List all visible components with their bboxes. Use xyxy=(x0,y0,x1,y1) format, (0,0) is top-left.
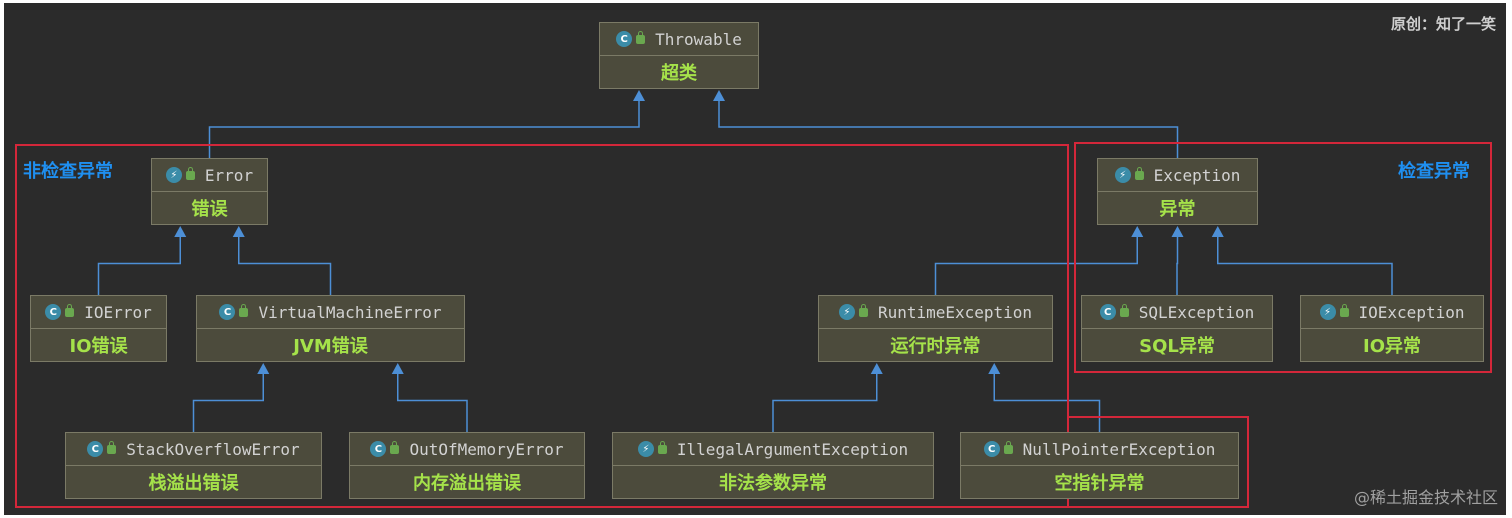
class-name: IOException xyxy=(1358,302,1465,322)
class-icon: C xyxy=(87,441,104,457)
public-lock-icon xyxy=(107,440,117,454)
class-label: 空指针异常 xyxy=(1054,473,1145,494)
public-lock-icon xyxy=(185,166,195,180)
edge-ioerror-to-error xyxy=(97,235,181,295)
arrowhead-exception xyxy=(1171,226,1184,237)
node-ioerror[interactable]: C IOError IO错误 xyxy=(30,295,167,362)
class-label: 超类 xyxy=(661,63,697,84)
arrowhead-throwable xyxy=(633,90,645,101)
unchecked-region-box xyxy=(15,144,1069,508)
node-throwable[interactable]: C Throwable 超类 xyxy=(599,22,759,89)
public-lock-icon xyxy=(1119,303,1129,317)
class-label: JVM错误 xyxy=(293,336,368,357)
class-label: 异常 xyxy=(1159,199,1196,220)
class-label: IO异常 xyxy=(1363,336,1421,357)
public-lock-icon xyxy=(657,440,667,454)
public-lock-icon xyxy=(858,303,868,317)
public-lock-icon xyxy=(390,440,400,454)
node-stack-overflow-error[interactable]: C StackOverflowError 栈溢出错误 xyxy=(65,432,322,499)
class-label: IO错误 xyxy=(69,336,128,357)
arrowhead-throwable xyxy=(713,90,725,101)
public-lock-icon xyxy=(636,30,646,44)
class-name: OutOfMemoryError xyxy=(409,439,564,459)
class-name: IllegalArgumentException xyxy=(676,439,909,459)
arrowhead-error xyxy=(174,226,187,237)
arrowhead-vme xyxy=(257,363,270,374)
edge-oome-to-vme xyxy=(397,372,468,432)
class-name: Throwable xyxy=(655,29,742,49)
node-runtime-exception[interactable]: ⚡ RuntimeException 运行时异常 xyxy=(818,295,1053,362)
unchecked-region-box-extension xyxy=(1067,416,1249,508)
checked-region-box xyxy=(1074,142,1492,373)
edge-error-to-throwable xyxy=(208,99,640,158)
arrowhead-runtime xyxy=(870,363,883,374)
public-lock-icon xyxy=(1003,440,1013,454)
unchecked-region-label: 非检查异常 xyxy=(23,161,113,182)
edge-ioexc-to-exception xyxy=(1217,235,1393,295)
class-name: IOError xyxy=(84,302,152,322)
edge-vme-to-error xyxy=(238,235,332,295)
public-lock-icon xyxy=(1339,303,1349,317)
class-icon: C xyxy=(370,441,387,457)
edge-iae-to-runtime xyxy=(772,372,878,432)
node-sql-exception[interactable]: C SQLException SQL异常 xyxy=(1081,295,1273,362)
checked-region-label: 检查异常 xyxy=(1398,161,1470,182)
arrowhead-runtime xyxy=(988,363,1001,374)
class-name: StackOverflowError xyxy=(126,439,300,459)
class-label: 内存溢出错误 xyxy=(413,473,521,494)
class-name: Error xyxy=(204,165,254,185)
class-icon: C xyxy=(45,304,62,320)
class-label: 错误 xyxy=(191,199,228,220)
node-virtual-machine-error[interactable]: C VirtualMachineError JVM错误 xyxy=(196,295,465,362)
node-null-pointer-exception[interactable]: C NullPointerException 空指针异常 xyxy=(960,432,1239,499)
class-label: 运行时异常 xyxy=(890,336,981,357)
node-out-of-memory-error[interactable]: C OutOfMemoryError 内存溢出错误 xyxy=(349,432,585,499)
class-icon: C xyxy=(983,441,1000,457)
class-label: 非法参数异常 xyxy=(719,473,827,494)
edge-soe-to-vme xyxy=(192,372,264,432)
node-error[interactable]: ⚡ Error 错误 xyxy=(151,158,268,225)
public-lock-icon xyxy=(239,303,249,317)
class-label: 栈溢出错误 xyxy=(148,473,239,494)
public-lock-icon xyxy=(1134,166,1144,180)
arrowhead-vme xyxy=(391,363,404,374)
class-icon: C xyxy=(616,31,633,47)
watermark: @稀土掘金技术社区 xyxy=(1353,488,1498,507)
class-label: SQL异常 xyxy=(1139,336,1215,357)
class-name: VirtualMachineError xyxy=(258,302,442,322)
error-class-icon: ⚡ xyxy=(1319,304,1336,320)
class-name: NullPointerException xyxy=(1022,439,1216,459)
edge-sql-to-exception xyxy=(1176,235,1179,295)
error-class-icon: ⚡ xyxy=(637,441,654,457)
class-name: SQLException xyxy=(1138,302,1255,322)
class-name: RuntimeException xyxy=(877,302,1033,322)
node-illegal-argument-exception[interactable]: ⚡ IllegalArgumentException 非法参数异常 xyxy=(612,432,934,499)
class-icon: C xyxy=(1099,304,1116,320)
class-icon: C xyxy=(219,304,236,320)
error-class-icon: ⚡ xyxy=(1114,167,1131,183)
error-class-icon: ⚡ xyxy=(165,167,182,183)
node-io-exception[interactable]: ⚡ IOException IO异常 xyxy=(1300,295,1484,362)
arrowhead-exception xyxy=(1211,226,1224,237)
author-credit: 原创：知了一笑 xyxy=(1390,15,1496,33)
node-exception[interactable]: ⚡ Exception 异常 xyxy=(1097,158,1258,225)
error-class-icon: ⚡ xyxy=(838,304,855,320)
public-lock-icon xyxy=(65,303,75,317)
arrowhead-exception xyxy=(1131,226,1144,237)
arrowhead-error xyxy=(232,226,245,237)
class-name: Exception xyxy=(1153,165,1241,185)
edge-runtime-to-exception xyxy=(934,235,1138,295)
